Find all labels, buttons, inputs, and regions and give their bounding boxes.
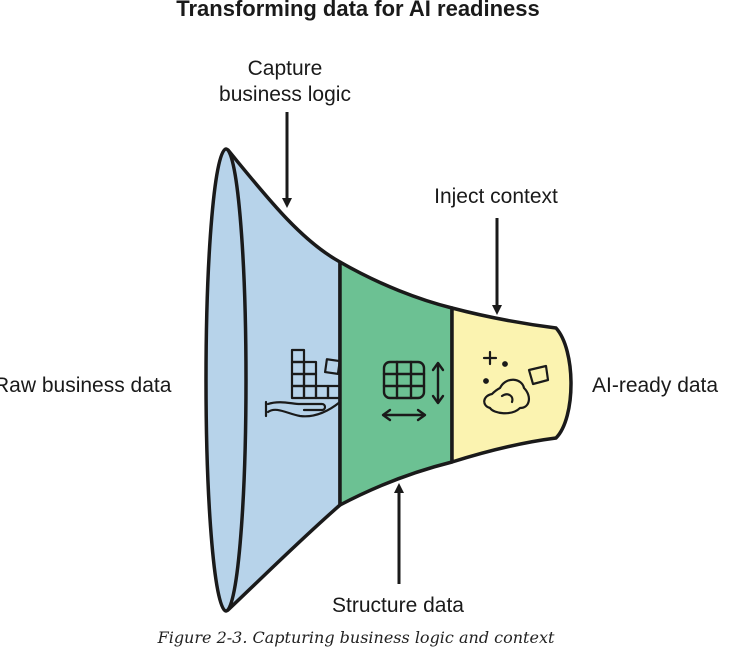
label-ai-ready-data: AI-ready data [592, 374, 718, 397]
label-inject-context: Inject context [434, 185, 558, 208]
context-blob-icon [482, 350, 550, 415]
diagram-title: Transforming data for AI readiness [176, 0, 540, 21]
figure-caption: Figure 2-3. Capturing business logic and… [157, 628, 555, 647]
blocks-in-hand-icon [264, 348, 342, 418]
label-capture-line1: Capture [248, 57, 323, 80]
label-raw-business-data: Raw business data [0, 374, 172, 397]
label-capture-line2: business logic [219, 83, 351, 106]
grid-resize-icon [381, 360, 445, 422]
funnel-section-context [450, 306, 573, 464]
funnel-mouth [204, 147, 248, 613]
label-structure-data: Structure data [332, 594, 464, 617]
